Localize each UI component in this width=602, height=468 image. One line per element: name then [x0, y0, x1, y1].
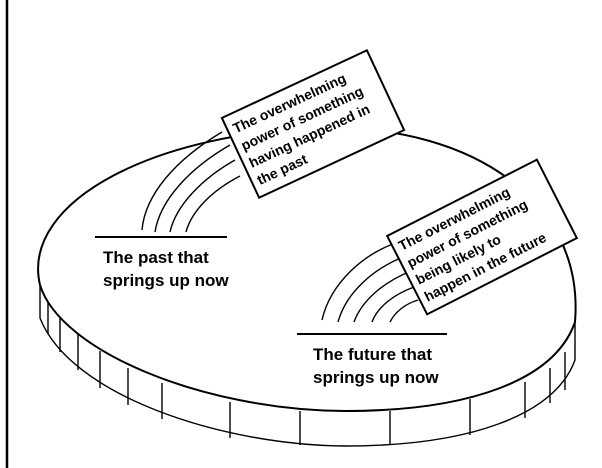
past-arcs	[141, 131, 241, 233]
future-arcs	[321, 239, 419, 323]
disc-top-surface	[37, 126, 577, 413]
future-label-line-1: The future that	[313, 345, 432, 364]
past-power-box: The overwhelming power of something havi…	[220, 48, 406, 200]
disc-base	[39, 285, 576, 447]
past-label-line-2: springs up now	[103, 271, 229, 290]
past-label-line-1: The past that	[103, 248, 209, 267]
future-label-line-2: springs up now	[313, 368, 439, 387]
